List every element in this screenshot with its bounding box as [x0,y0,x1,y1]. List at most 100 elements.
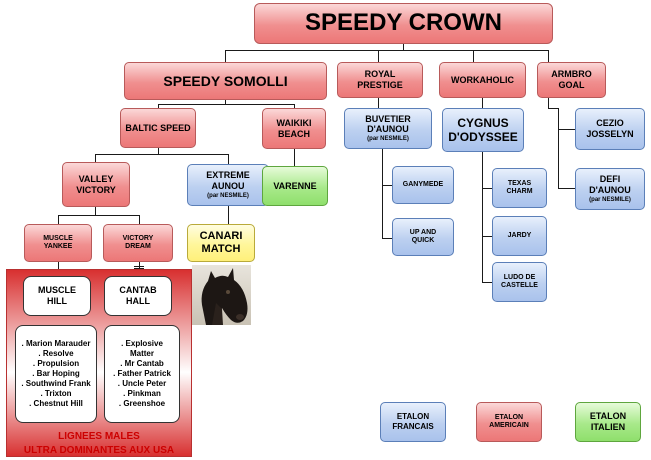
connector [482,188,492,189]
node-note: (par NESMILE) [367,136,409,143]
caption-line: ULTRA DOMINANTES AUX USA [23,444,175,456]
node-jardy: JARDY [492,216,547,256]
connector [378,50,379,62]
node-cezio-josselyn: CEZIO JOSSELYN [575,108,645,150]
connector [548,98,549,108]
node-label: MUSCLE HILL [38,284,76,306]
connector [482,236,492,237]
node-label: ROYAL PRESTIGE [357,69,403,90]
node-workaholic: WORKAHOLIC [439,62,526,98]
connector [482,282,492,283]
connector [95,154,96,162]
node-label: UP AND QUICK [409,228,437,244]
legend-label: ETALON AMERICAIN [489,413,529,429]
node-cantab-hall: CANTAB HALL [104,276,172,316]
connector [225,50,548,51]
connector [158,148,159,154]
node-defi-daunou: DEFI D'AUNOU (par NESMILE) [575,168,645,210]
usa-caption: LIGNEES MALES ULTRA DOMINANTES AUX USA [7,430,191,457]
muscle-hill-offspring-list: . Marion Marauder. Resolve. Propulsion. … [15,325,97,423]
connector [548,108,558,109]
node-label: CYGNUS D'ODYSSEE [448,115,518,144]
node-canari-match: CANARI MATCH [187,224,255,262]
node-extreme-aunou: EXTREME AUNOU (par NESMILE) [187,164,269,206]
node-label: SPEEDY SOMOLLI [163,72,288,89]
node-label: GANYMEDE [402,180,444,188]
node-varenne: VARENNE [262,166,328,206]
node-label: TEXAS CHARM [506,179,533,195]
node-label: WORKAHOLIC [451,74,514,85]
node-label: LUDO DE CASTELLE [501,273,538,289]
node-baltic-speed: BALTIC SPEED [120,108,196,148]
horse-photo [192,265,251,325]
connector [95,154,228,155]
caption-line: LIGNEES MALES [58,431,140,442]
node-label: JARDY [507,231,532,239]
connector [228,154,229,164]
offspring-item: . Uncle Peter [117,379,167,388]
legend-label: ETALON FRANCAIS [392,412,434,431]
node-texas-charm: TEXAS CHARM [492,168,547,208]
connector [158,104,294,105]
connector [482,152,483,282]
connector [294,149,295,166]
connector [558,188,575,189]
connector [382,238,392,239]
offspring-item: Matter [129,349,154,358]
offspring-item: . Bar Hoping [32,369,80,378]
offspring-item: . Southwind Frank [21,379,91,388]
connector [382,149,383,238]
connector [58,215,59,224]
connector [158,104,159,108]
usa-dominant-lines-panel: MUSCLE HILL CANTAB HALL . Marion Maraude… [6,269,192,457]
node-speedy-crown: SPEEDY CROWN [254,3,553,44]
connector [225,100,226,104]
node-label: VALLEY VICTORY [76,173,116,195]
node-label: CANTAB HALL [119,284,157,306]
connector [134,268,144,269]
node-label: ARMBRO GOAL [551,69,592,90]
node-label: CEZIO JOSSELYN [586,118,634,139]
node-note: (par NESMILE) [207,192,249,199]
connector [473,50,474,62]
legend-french-stallion: ETALON FRANCAIS [380,402,446,442]
node-valley-victory: VALLEY VICTORY [62,162,130,207]
connector [482,98,483,108]
node-ganymede: GANYMEDE [392,166,454,204]
node-label: EXTREME AUNOU [206,170,250,191]
node-label: SPEEDY CROWN [305,9,502,37]
connector [95,207,96,215]
connector [225,50,226,62]
offspring-item: . Chestnut Hill [29,399,83,408]
node-label: DEFI D'AUNOU [589,174,631,195]
node-cygnus-dodyssee: CYGNUS D'ODYSSEE [442,108,524,152]
node-buvetier-daunou: BUVETIER D'AUNOU (par NESMILE) [344,108,432,149]
connector [558,129,575,130]
offspring-item: . Pinkman [123,389,161,398]
offspring-list: . Marion Marauder. Resolve. Propulsion. … [21,339,90,409]
offspring-item: . Father Patrick [113,369,171,378]
node-waikiki-beach: WAIKIKI BEACH [262,108,326,149]
offspring-item: . Trixton [40,389,72,398]
node-label: VARENNE [273,180,317,191]
node-label: VICTORY DREAM [122,234,154,250]
node-royal-prestige: ROYAL PRESTIGE [337,62,423,98]
node-speedy-somolli: SPEEDY SOMOLLI [124,62,327,100]
connector [134,266,144,267]
node-up-and-quick: UP AND QUICK [392,218,454,256]
node-victory-dream: VICTORY DREAM [103,224,173,262]
node-label: BALTIC SPEED [125,122,191,133]
node-label: WAIKIKI BEACH [276,117,312,139]
offspring-item: . Mr Cantab [120,359,164,368]
connector [403,44,404,50]
offspring-item: . Explosive [121,339,163,348]
legend-italian-stallion: ETALON ITALIEN [575,402,641,442]
node-note: (par NESMILE) [589,196,631,203]
node-muscle-hill: MUSCLE HILL [23,276,91,316]
connector [228,206,229,224]
connector [548,50,549,62]
legend-american-stallion: ETALON AMERICAIN [476,402,542,442]
offspring-item: . Propulsion [32,359,80,368]
